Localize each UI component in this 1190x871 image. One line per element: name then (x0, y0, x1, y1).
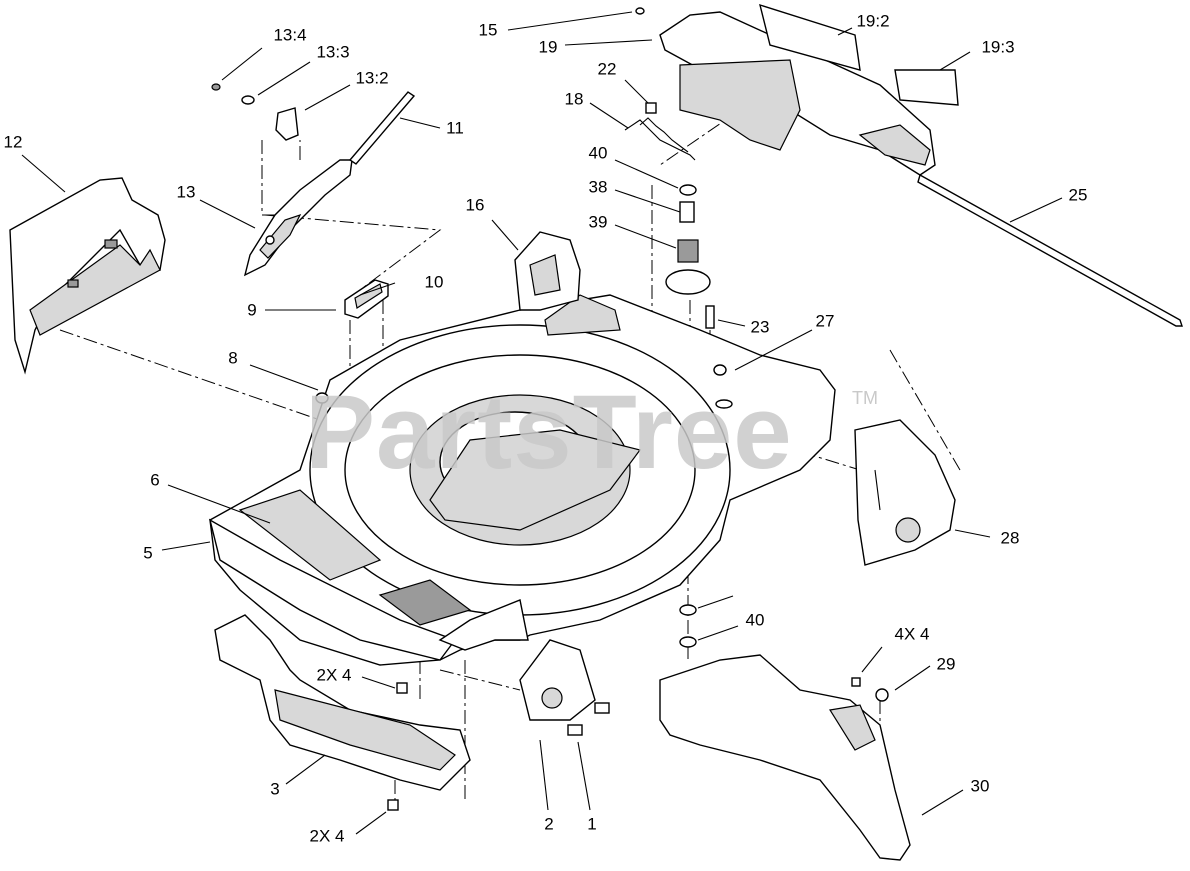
watermark: PartsTree (305, 374, 793, 491)
part-19-3-decal (894, 69, 959, 106)
callout-28: 28 (1000, 528, 1020, 548)
callout-23: 23 (750, 317, 770, 337)
callout-4x4: 4X 4 (894, 624, 930, 644)
part-39-nut (679, 636, 697, 648)
part-18-spring (624, 117, 696, 161)
part-11-rod (348, 91, 416, 165)
part-22-nut (645, 102, 657, 114)
part-13-4-screw (211, 83, 221, 91)
callout-6: 6 (150, 470, 160, 490)
callout-29: 29 (936, 654, 956, 674)
part-27-stud (713, 364, 733, 409)
callout-36: 38 (588, 177, 608, 197)
part-13-2-bracket (275, 107, 299, 141)
part-19-2-decal (759, 3, 861, 71)
part-4-nut-right (851, 677, 861, 687)
part-3-front-skirt (214, 614, 471, 791)
part-4-nut-front (387, 682, 408, 811)
callout-30: 30 (970, 776, 990, 796)
callout-25: 25 (1068, 185, 1088, 205)
part-38-washer (679, 184, 697, 196)
callout-2x4-upper: 2X 4 (316, 665, 352, 685)
callout-19-3: 19:3 (981, 37, 1015, 57)
callout-19-2: 19:2 (856, 11, 890, 31)
callout-8: 8 (228, 348, 238, 368)
callout-22: 22 (597, 59, 617, 79)
callout-19: 19 (538, 37, 558, 57)
callout-3: 3 (270, 779, 280, 799)
callout-5: 5 (143, 543, 153, 563)
part-23-bolt (705, 305, 715, 329)
part-40-washer (679, 604, 697, 616)
part-36-bushing (679, 201, 695, 223)
callout-13-4: 13:4 (273, 25, 307, 45)
part-1-bolts (567, 702, 610, 736)
part-29-nut (875, 688, 889, 702)
part-19-rear-cover (659, 11, 936, 176)
part-13-latch-handle (243, 159, 353, 277)
callout-38: 40 (588, 143, 608, 163)
part-28-wheel-bracket (854, 419, 956, 566)
part-13-3-washer (241, 95, 255, 105)
part-2-wheel-plate (519, 639, 596, 721)
callout-10: 10 (424, 272, 444, 292)
callout-13-3: 13:3 (316, 42, 350, 62)
part-10-bracket (344, 279, 389, 319)
callout-16: 16 (465, 195, 485, 215)
callout-13: 13 (176, 182, 196, 202)
part-5-deck (208, 294, 836, 666)
part-37-gear (665, 239, 711, 295)
part-15-clip (635, 7, 645, 15)
callout-11: 11 (446, 118, 464, 138)
part-12-discharge-cover (9, 177, 166, 375)
part-8-nut (315, 392, 329, 404)
leader-lines (21, 11, 1063, 835)
part-16-bracket (514, 231, 581, 311)
watermark-trademark: TM (852, 388, 878, 408)
callout-9: 9 (247, 300, 257, 320)
callout-37: 39 (588, 212, 608, 232)
callout-1: 1 (587, 814, 597, 834)
part-30-rear-skirt (659, 654, 911, 861)
callout-27: 27 (815, 311, 835, 331)
callout-2: 2 (544, 814, 554, 834)
callout-15: 15 (478, 20, 498, 40)
callout-13-2: 13:2 (355, 68, 389, 88)
callout-2x4-lower: 2X 4 (309, 826, 345, 846)
callout-39: 40 (745, 610, 765, 630)
callout-12: 12 (3, 132, 23, 152)
callout-18: 18 (564, 89, 584, 109)
part-25-rod (917, 173, 1183, 327)
